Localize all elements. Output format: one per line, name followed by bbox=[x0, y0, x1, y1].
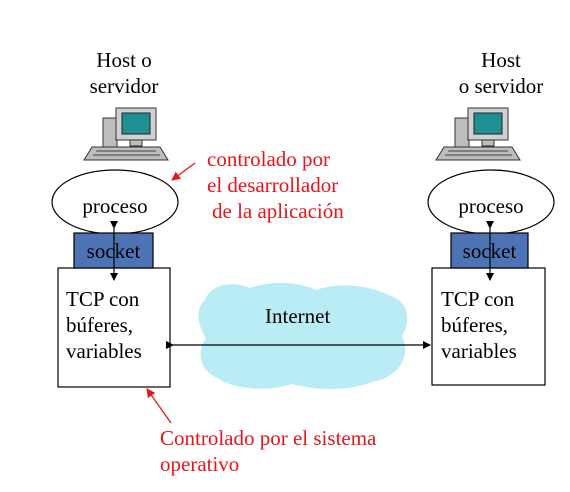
right-process-label: proceso bbox=[458, 194, 524, 218]
left-tcp-line3: variables bbox=[66, 339, 142, 363]
left-host-title-line1: Host o bbox=[96, 48, 152, 72]
developer-annotation-line1: controlado por bbox=[207, 147, 331, 171]
right-tcp-line3: variables bbox=[441, 339, 517, 363]
os-annotation: Controlado por el sistema operativo bbox=[160, 425, 376, 477]
right-host-title-line1: Host bbox=[481, 48, 521, 72]
os-annotation-line1: Controlado por el sistema bbox=[160, 426, 377, 450]
left-tcp-text: TCP con búferes, variables bbox=[66, 286, 142, 364]
internet-cloud bbox=[198, 282, 408, 389]
os-annotation-line2: operativo bbox=[160, 452, 240, 476]
right-host-title: Host o servidor bbox=[446, 47, 556, 99]
left-host-title-line2: servidor bbox=[89, 74, 159, 98]
right-socket-label: socket bbox=[462, 239, 517, 263]
right-tcp-line1: TCP con bbox=[441, 287, 515, 311]
os-pointer-arrow bbox=[146, 388, 172, 424]
right-tcp-line2: búferes, bbox=[441, 313, 509, 337]
left-process-label: proceso bbox=[82, 194, 148, 218]
right-tcp-text: TCP con búferes, variables bbox=[441, 286, 517, 364]
internet-label: Internet bbox=[265, 304, 331, 328]
left-host-title: Host o servidor bbox=[72, 47, 176, 99]
right-tcp-box bbox=[431, 267, 546, 386]
right-computer-icon bbox=[435, 107, 521, 161]
left-socket-label: socket bbox=[86, 239, 141, 263]
left-computer-icon bbox=[83, 107, 169, 161]
developer-annotation-line3: de la aplicación bbox=[212, 199, 344, 223]
left-tcp-line2: búferes, bbox=[66, 313, 134, 337]
left-tcp-line1: TCP con bbox=[66, 287, 140, 311]
developer-pointer-arrow bbox=[171, 162, 196, 181]
right-host-title-line2: o servidor bbox=[458, 74, 544, 98]
developer-annotation: controlado por el desarrollador de la ap… bbox=[207, 146, 344, 224]
developer-annotation-line2: el desarrollador bbox=[207, 173, 339, 197]
